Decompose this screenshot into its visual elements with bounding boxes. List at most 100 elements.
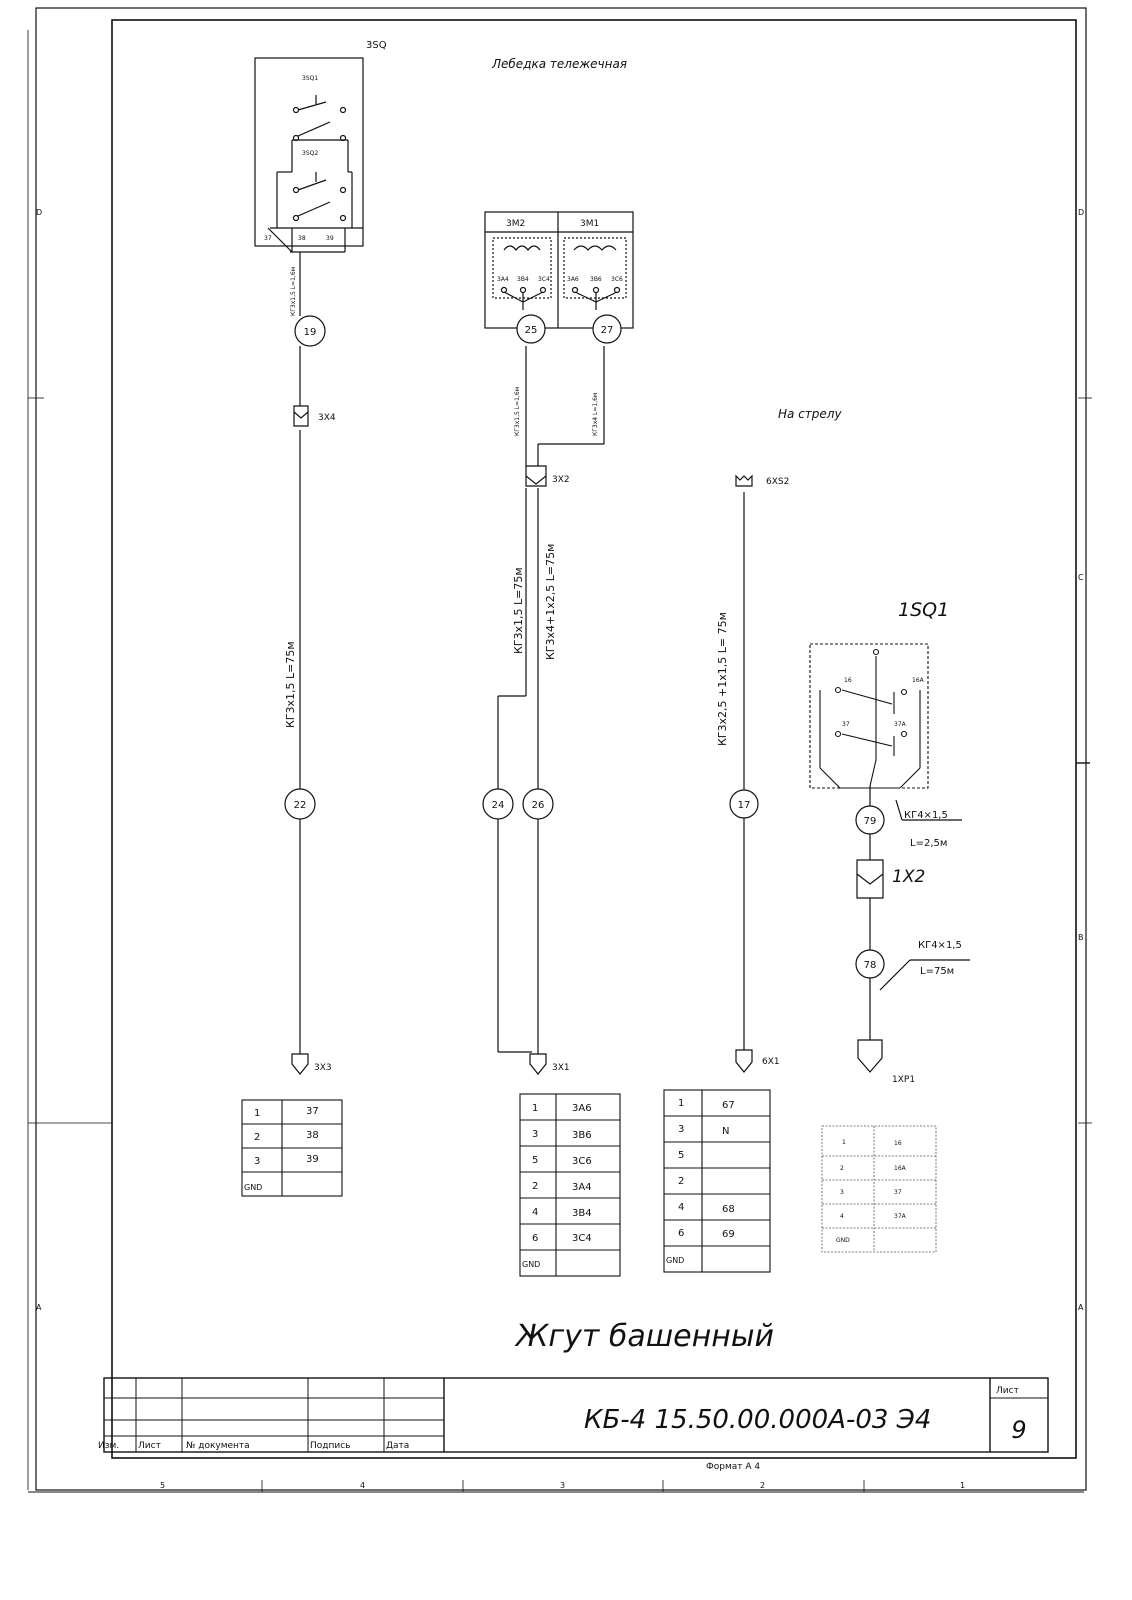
motor-block	[484, 211, 634, 329]
cable-label-19: КГ3х1,5 L=1,6м	[290, 267, 297, 316]
winch-title: Лебедка тележечная	[491, 57, 627, 71]
marker-22-text: 22	[294, 800, 307, 811]
marker-78-text: 78	[864, 960, 877, 971]
wire-6x1-n: N	[722, 1126, 729, 1137]
switch-1sq1-term-37a: 37А	[894, 721, 907, 728]
connector-3x2	[525, 465, 547, 487]
cable-label-25: КГ3х1,5 L=1,6м	[514, 387, 521, 436]
connector-1xp1-label: 1XP1	[892, 1075, 915, 1085]
switch-3sq1-label: 3SQ1	[302, 75, 318, 82]
marker-79-text: 79	[864, 816, 877, 827]
marker-25-text: 25	[525, 325, 538, 336]
pin-6x1-1: 1	[678, 1098, 684, 1109]
wire-1xp1-37a: 37А	[894, 1213, 907, 1220]
switch-3sq-pin-38: 38	[298, 235, 306, 242]
pin-3x1-1: 1	[532, 1103, 538, 1114]
zone-row-b: B	[1078, 933, 1084, 942]
pin-table-3x3	[241, 1099, 343, 1197]
switch-1sq1-label: 1SQ1	[898, 599, 949, 621]
wire-6x1-67: 67	[722, 1100, 735, 1111]
cable-label-22: КГ3х1,5 L=75м	[284, 641, 297, 728]
cable-label-79-length: L=2,5м	[910, 838, 947, 849]
marker-19-text: 19	[304, 327, 317, 338]
marker-19	[294, 315, 326, 347]
marker-22	[284, 788, 316, 820]
switch-3sq-pin-37: 37	[264, 235, 272, 242]
zone-row-d-left: D	[36, 208, 42, 217]
pin-3x1-gnd: GND	[522, 1260, 540, 1269]
cable-label-78-length: L=75м	[920, 966, 954, 977]
wire-3x1-3c4: 3C4	[572, 1233, 592, 1244]
pin-1xp1-1: 1	[842, 1139, 846, 1146]
zone-1: 1	[960, 1481, 965, 1490]
sheet-number: 9	[1011, 1416, 1026, 1444]
to-boom-label: На стрелу	[778, 407, 842, 421]
pin-6x1-gnd: GND	[666, 1256, 684, 1265]
marker-79	[855, 805, 885, 835]
marker-24-text: 24	[492, 800, 505, 811]
zone-2: 2	[760, 1481, 765, 1490]
cable-label-27: КГ3х4 L=1,6м	[592, 393, 599, 436]
zone-4: 4	[360, 1481, 365, 1490]
title-col-date: Дата	[386, 1441, 409, 1451]
pin-table-1xp1	[821, 1125, 937, 1253]
wire-1xp1-37: 37	[894, 1189, 902, 1196]
motor-3m1-term-c: 3C6	[611, 276, 623, 283]
zone-row-d: D	[1078, 208, 1084, 217]
switch-1sq1-term-16a: 16А	[912, 677, 925, 684]
cable-label-24: КГ3х1,5 L=75м	[512, 567, 525, 654]
connector-3x3	[291, 1053, 309, 1075]
connector-3x3-label: 3X3	[314, 1063, 332, 1073]
cable-label-78-type: КГ4×1,5	[918, 940, 962, 951]
marker-25	[516, 314, 546, 344]
connector-6x1	[735, 1049, 753, 1073]
title-col-list: Лист	[138, 1441, 161, 1451]
drawing-title: Жгут башенный	[514, 1319, 774, 1354]
document-code: КБ-4 15.50.00.000А-03 Э4	[584, 1405, 931, 1435]
marker-24	[482, 788, 514, 820]
wire-3x3-39: 39	[306, 1154, 319, 1165]
pin-3x1-3: 3	[532, 1129, 538, 1140]
zone-row-a: A	[1078, 1303, 1084, 1312]
title-sheet-label: Лист	[996, 1386, 1019, 1396]
wire-3x1-3b4: 3B4	[572, 1208, 592, 1219]
connector-6xs2-label: 6XS2	[766, 477, 789, 487]
marker-26-text: 26	[532, 800, 545, 811]
motor-3m1-term-b: 3B6	[590, 276, 602, 283]
switch-1sq1	[809, 643, 929, 789]
sheet-format: Формат А 4	[706, 1462, 760, 1472]
motor-3m2-term-b: 3B4	[517, 276, 529, 283]
motor-3m2-label: 3M2	[506, 219, 525, 229]
pin-6x1-4: 4	[678, 1202, 684, 1213]
cable-label-79-type: КГ4×1,5	[904, 810, 948, 821]
connector-3x2-label: 3X2	[552, 475, 570, 485]
connector-3x1-label: 3X1	[552, 1063, 570, 1073]
connector-3x4	[293, 405, 309, 427]
wire-1xp1-16: 16	[894, 1140, 902, 1147]
cable-label-17: КГ3х2,5 +1х1,5 L= 75м	[716, 612, 729, 746]
marker-27-text: 27	[601, 325, 614, 336]
connector-1xp1	[857, 1039, 883, 1073]
cable-label-26: КГ3х4+1х2,5 L=75м	[544, 544, 557, 660]
pin-1xp1-4: 4	[840, 1213, 844, 1220]
zone-3: 3	[560, 1481, 565, 1490]
wiring	[299, 346, 970, 1054]
pin-6x1-2: 2	[678, 1176, 684, 1187]
pin-3x1-6: 6	[532, 1233, 538, 1244]
pin-3x3-2: 2	[254, 1132, 260, 1143]
marker-27	[592, 314, 622, 344]
pin-3x1-4: 4	[532, 1207, 538, 1218]
marker-17	[729, 789, 759, 819]
zone-row-a-left: A	[36, 1303, 42, 1312]
pin-3x3-gnd: GND	[244, 1183, 262, 1192]
title-col-izm: Изм.	[98, 1441, 119, 1451]
marker-78	[855, 949, 885, 979]
pin-6x1-5: 5	[678, 1150, 684, 1161]
pin-6x1-6: 6	[678, 1228, 684, 1239]
switch-3sq-pin-39: 39	[326, 235, 334, 242]
wire-3x1-3a4: 3A4	[572, 1182, 592, 1193]
wire-3x3-37: 37	[306, 1106, 319, 1117]
motor-3m1-term-a: 3A6	[567, 276, 579, 283]
motor-3m2-term-c: 3C4	[538, 276, 550, 283]
